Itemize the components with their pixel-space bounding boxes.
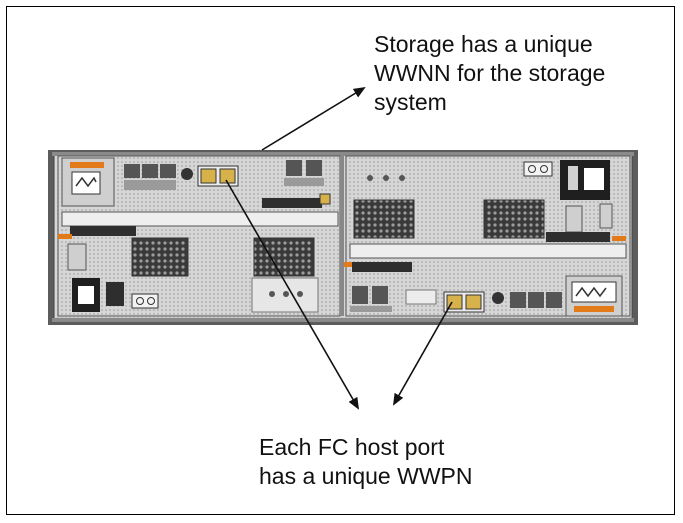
pointer-arrows: [225, 86, 453, 410]
right-controller: [344, 155, 631, 317]
callout-line: WWNN for the storage: [374, 60, 606, 86]
fan-grill: [253, 237, 315, 277]
fc-port: [160, 164, 176, 178]
fc-port: [124, 164, 140, 178]
fc-port: [372, 286, 388, 304]
callout-line: Each FC host port: [259, 434, 445, 460]
storage-wwnn-callout: Storage has a unique WWNN for the storag…: [374, 30, 605, 117]
fc-port: [306, 160, 322, 176]
fc-port: [286, 160, 302, 176]
fc-port: [352, 286, 368, 304]
host-port: [200, 168, 217, 184]
arrow-to-wwnn-label: [261, 86, 366, 151]
port-connector: [181, 168, 193, 180]
fc-port: [546, 292, 562, 308]
callout-line: Storage has a unique: [374, 31, 593, 57]
callout-line: system: [374, 89, 447, 115]
fc-port: [142, 164, 158, 178]
fc-port: [528, 292, 544, 308]
arrow-to-wwpn-label-left: [225, 179, 360, 410]
canister-divider: [340, 156, 344, 316]
fc-port: [510, 292, 526, 308]
host-port: [465, 294, 482, 310]
arrow-to-wwpn-label-right: [393, 301, 453, 406]
fan-grill: [483, 199, 545, 239]
port-connector: [492, 292, 504, 304]
host-port: [219, 168, 236, 184]
fan-grill: [353, 199, 415, 239]
orange-latch: [70, 162, 104, 168]
power-switch: [106, 282, 124, 306]
fan-grill: [131, 237, 189, 277]
left-controller: [57, 155, 341, 317]
callout-line: has a unique WWPN: [259, 463, 473, 489]
host-port-wwpn-callout: Each FC host port has a unique WWPN: [259, 433, 472, 491]
